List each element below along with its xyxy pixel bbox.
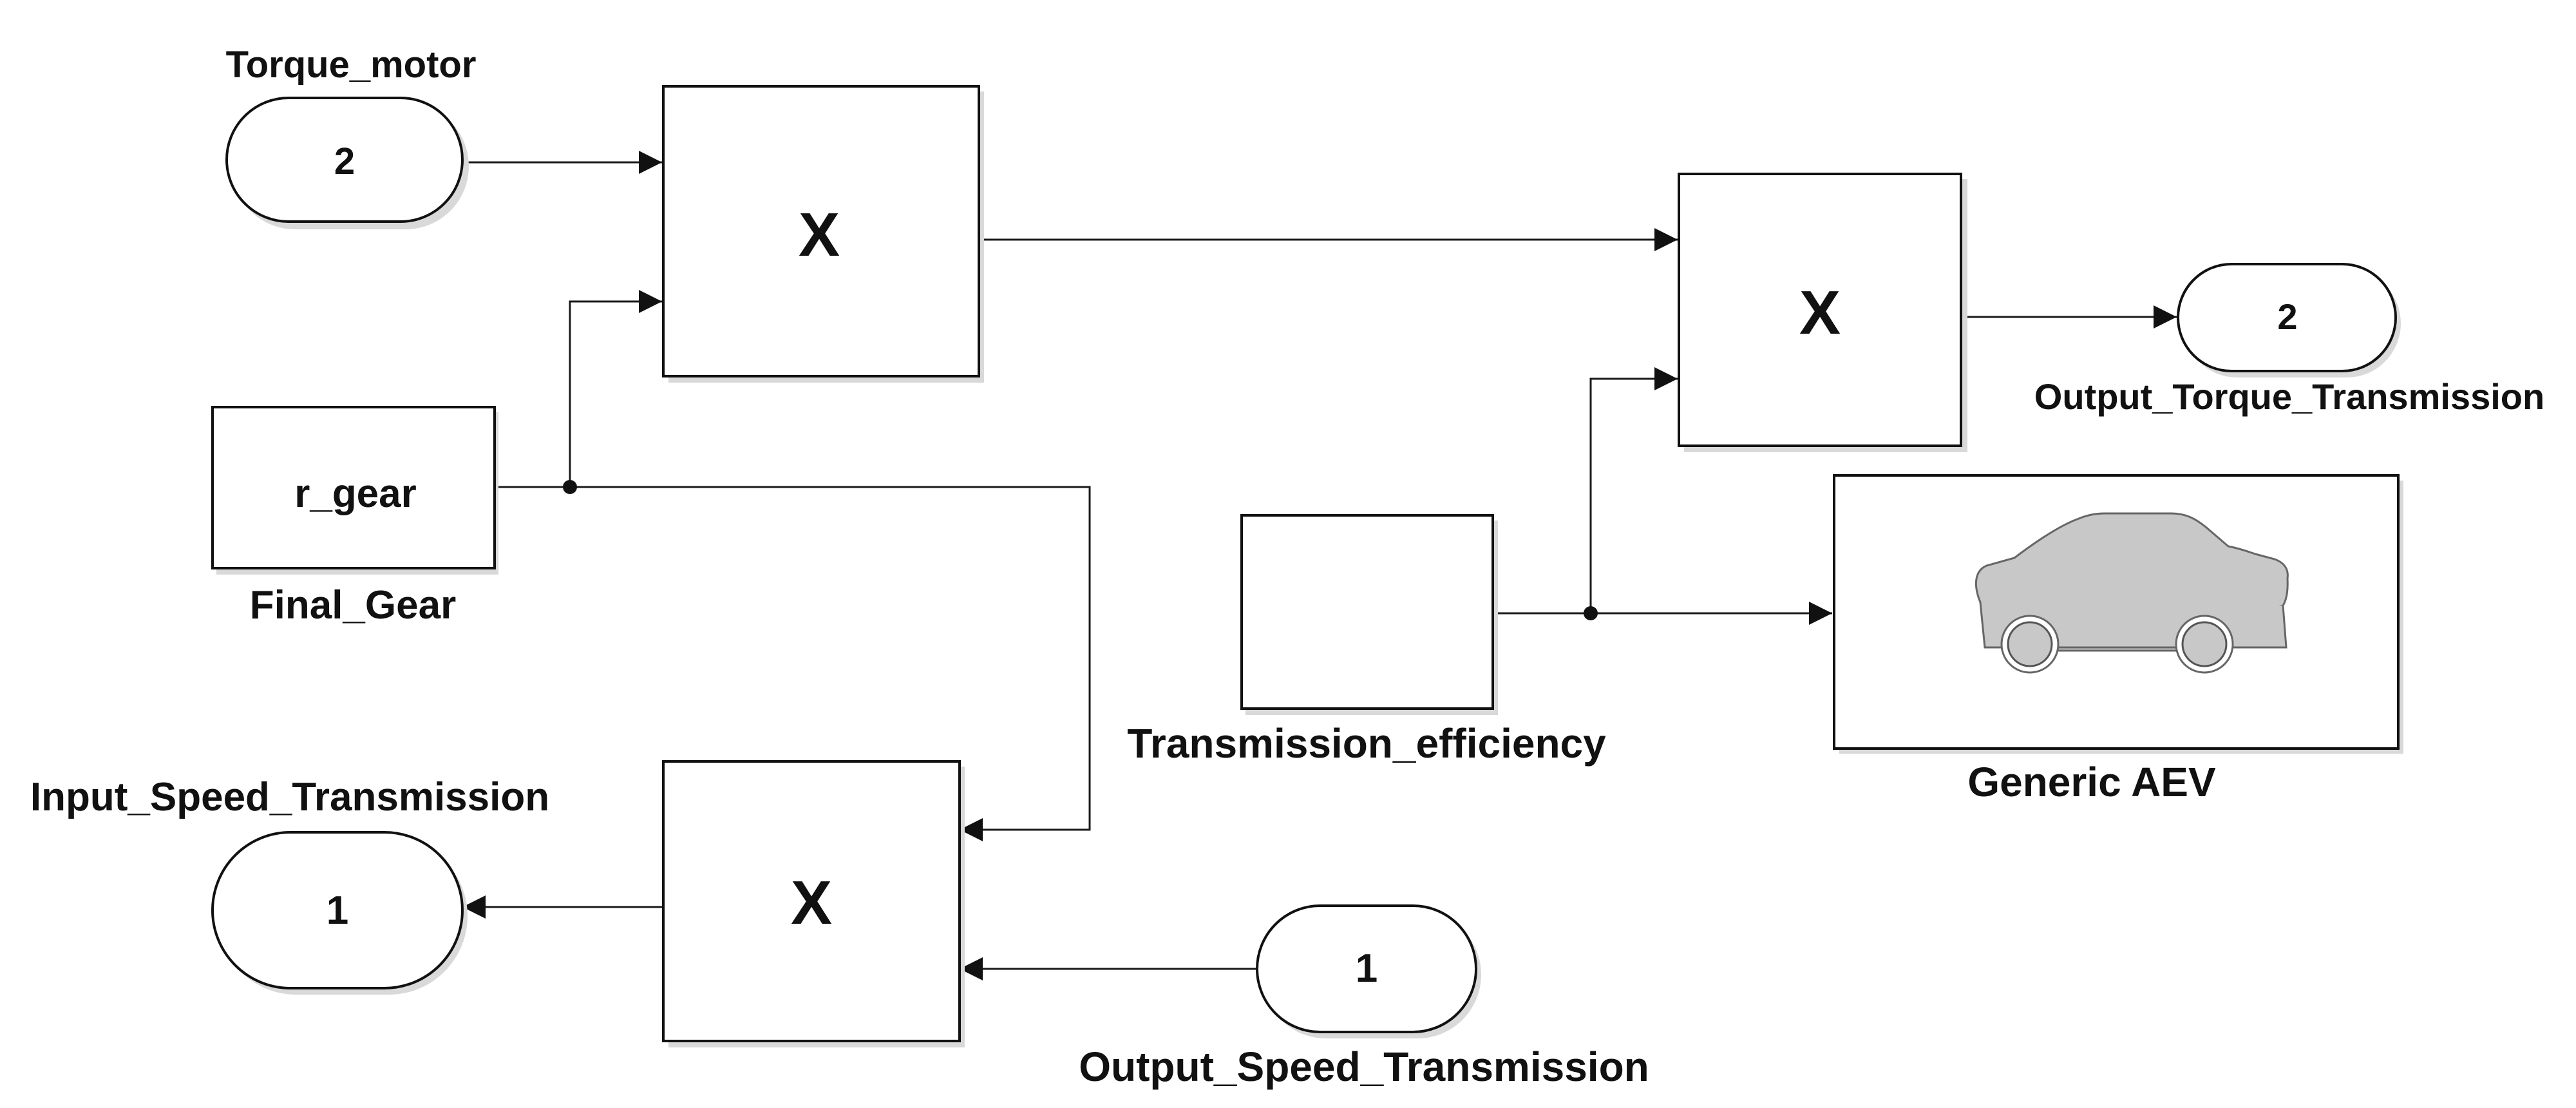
outport-number: 1	[327, 888, 348, 933]
signal-lines	[462, 151, 2177, 980]
inport-label: Output_Speed_Transmission	[1079, 1044, 1649, 1090]
outport-label: Input_Speed_Transmission	[30, 775, 549, 819]
product-block-speed[interactable]: X	[662, 760, 965, 1047]
outport-input-speed[interactable]: 1	[211, 831, 468, 995]
constant-label: Transmission_efficiency	[1127, 720, 1606, 767]
product-symbol: X	[799, 200, 840, 269]
inport-output-speed[interactable]: 1	[1256, 904, 1481, 1038]
inport-torque-motor[interactable]: 2	[225, 97, 469, 229]
product-symbol: X	[791, 868, 832, 937]
outport-label: Output_Torque_Transmission	[2034, 376, 2544, 417]
wire-gear-trunk[interactable]	[570, 486, 1091, 841]
inport-label: Torque_motor	[226, 44, 477, 86]
outport-output-torque[interactable]: 2	[2177, 263, 2401, 377]
wire-efficiency-to-product[interactable]	[1589, 367, 1678, 613]
inport-number: 1	[1356, 946, 1378, 991]
vehicle-subsystem[interactable]	[1833, 474, 2403, 754]
constant-final-gear[interactable]: r_gear	[211, 406, 498, 575]
product-block-torque[interactable]: X	[662, 85, 984, 383]
constant-label: Final_Gear	[250, 583, 456, 627]
outport-number: 2	[2277, 296, 2297, 337]
constant-value: r_gear	[294, 472, 417, 516]
branch-point-gear	[563, 480, 577, 494]
product-symbol: X	[1799, 278, 1841, 347]
vehicle-label: Generic AEV	[1967, 759, 2216, 805]
constant-transmission-efficiency[interactable]	[1240, 514, 1498, 715]
wire-gear-to-product-torque[interactable]	[496, 290, 662, 488]
product-block-efficiency[interactable]: X	[1678, 173, 1967, 452]
branch-point-efficiency	[1584, 606, 1598, 620]
car-icon	[1975, 512, 2289, 674]
inport-number: 2	[334, 140, 355, 182]
